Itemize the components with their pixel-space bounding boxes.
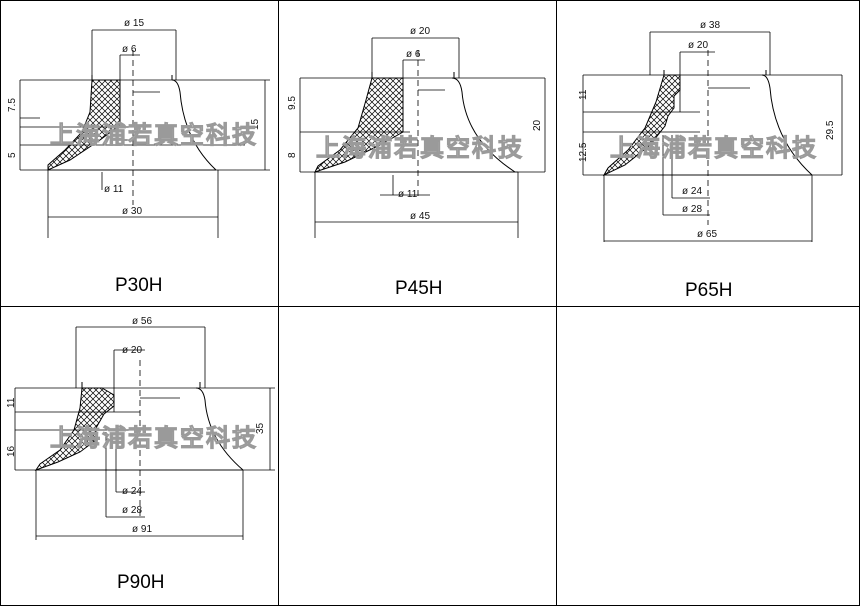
cup-profile xyxy=(195,387,244,471)
watermark: 上海浦若真空科技 xyxy=(316,134,524,162)
dim-height-bottom: 8 xyxy=(287,152,298,158)
dim-inner-diameter: ø 6 xyxy=(122,44,137,55)
dim-height-bottom: 12.5 xyxy=(578,142,589,162)
dim-height-top: 9.5 xyxy=(287,96,298,110)
dim-bottom-diameter: ø 65 xyxy=(697,229,717,240)
dim-height-bottom: 5 xyxy=(7,152,18,158)
dim-mid1-diameter: ø 24 xyxy=(682,186,702,197)
dim-top-diameter: ø 20 xyxy=(410,26,430,37)
dim-bottom-diameter: ø 45 xyxy=(410,211,430,222)
cup-profile xyxy=(171,79,217,171)
dim-height-total: 29.5 xyxy=(825,120,836,140)
dim-height-top: 11 xyxy=(578,89,589,100)
cup-profile xyxy=(761,74,813,176)
dim-height-total: 15 xyxy=(250,118,261,130)
dim-inner-diameter: ø 6 xyxy=(406,49,421,60)
panel-p90h: ø 56 ø 20 ø 24 ø 28 ø 91 11 16 35 上海浦若真空… xyxy=(6,316,275,593)
dim-bottom-diameter: ø 91 xyxy=(132,524,152,535)
rubber-section xyxy=(602,74,681,177)
watermark: 上海浦若真空科技 xyxy=(50,121,258,149)
dim-bottom-diameter: ø 30 xyxy=(122,206,142,217)
panel-p65h: ø 38 ø 20 ø 24 ø 28 ø 65 11 12.5 29.5 上海… xyxy=(578,20,843,301)
dim-height-top: 11 xyxy=(6,397,17,408)
dim-mid2-diameter: ø 28 xyxy=(682,204,702,215)
dim-height-top: 7.5 xyxy=(7,98,18,112)
dim-mid2-diameter: ø 28 xyxy=(122,505,142,516)
dim-height-total: 35 xyxy=(255,422,266,434)
dim-height-total: 20 xyxy=(532,119,543,131)
panel-title: P45H xyxy=(395,278,443,299)
dim-mid1-diameter: ø 24 xyxy=(122,486,142,497)
panel-title: P90H xyxy=(117,572,165,593)
dim-mid-diameter: ø 11 xyxy=(398,189,418,200)
dim-mid-diameter: ø 11 xyxy=(104,184,124,195)
watermark: 上海浦若真空科技 xyxy=(610,134,818,162)
dim-top-diameter: ø 38 xyxy=(700,20,720,31)
dim-height-bottom: 16 xyxy=(6,445,17,457)
panel-title: P30H xyxy=(115,275,163,296)
dim-inner-diameter: ø 20 xyxy=(688,40,708,51)
watermark: 上海浦若真空科技 xyxy=(50,424,258,452)
cup-profile xyxy=(451,77,516,173)
panel-p45h: ø 20 ø 6 ø 11 ø 45 9.5 8 20 上海浦若真空科技 P45… xyxy=(287,26,546,299)
panel-p30h: ø 15 ø 6 ø 11 ø 30 7.5 5 15 上海浦若真空科技 P30… xyxy=(7,18,270,296)
dim-inner-diameter: ø 20 xyxy=(122,345,142,356)
dim-top-diameter: ø 15 xyxy=(124,18,144,29)
dim-top-diameter: ø 56 xyxy=(132,316,152,327)
panel-title: P65H xyxy=(685,280,733,301)
